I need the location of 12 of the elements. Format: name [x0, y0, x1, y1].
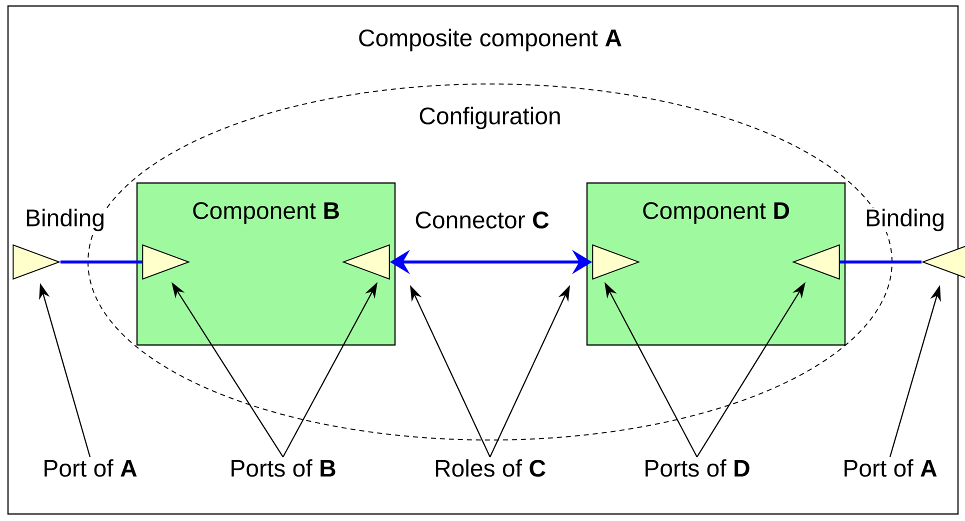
- callout-text: Port of A: [844, 459, 937, 477]
- callout-text: Ports of D: [646, 459, 750, 477]
- binding-line: [60, 260, 142, 264]
- edge-label: Binding: [24, 208, 106, 232]
- component-box: Component B: [136, 182, 396, 346]
- edge-label: Binding: [864, 208, 946, 232]
- callout-text: Port of A: [44, 459, 137, 477]
- edge-label: Connector C: [414, 210, 550, 230]
- callout-text: Ports of B: [232, 459, 336, 477]
- binding-line: [840, 260, 922, 264]
- callout-text: Roles of C: [436, 459, 546, 477]
- component-box: Component D: [586, 182, 846, 346]
